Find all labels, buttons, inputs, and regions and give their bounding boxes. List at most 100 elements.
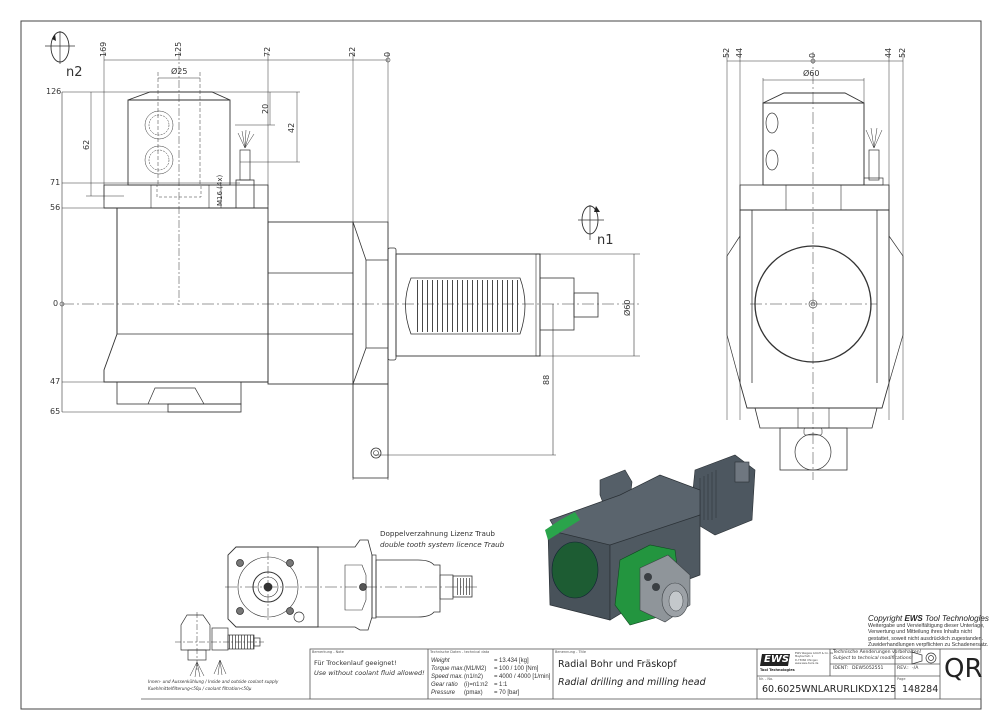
tech-value: 100 / 100 [Nm] [499,666,539,672]
coolant-note-1: Innen- und Aussenkühlung / Inside and ou… [148,679,279,684]
copyright-line: gestattet, soweit nicht ausdrücklich zug… [868,635,984,642]
dim-22: 22 [348,46,357,57]
dim-52-left: 52 [722,47,731,58]
copyright-prefix: Copyright [868,614,903,623]
rev-label: REV.: [897,666,909,671]
tech-row: Weight = 13.434 [kg] [431,657,553,665]
tech-param: (pmax) [464,690,483,696]
tech-name: Torque max. [431,666,465,672]
dim-126: 126 [46,87,62,96]
tech-equals: = [494,666,498,672]
side-view [45,31,640,480]
tech-row: Gear ratio (i)=n1:n2 = 1:1 [431,681,553,689]
dim-47: 47 [50,377,61,386]
rev-value: -/A [912,666,919,671]
tech-value: 1:1 [499,682,508,688]
tech-value: 13.434 [kg] [499,658,529,664]
dim-44-right: 44 [884,47,893,58]
tech-name: Pressure [431,690,456,696]
page-label: Page [897,677,906,681]
changes-en: Subject to technical modifications! [833,656,913,661]
tech-name: Weight [431,658,450,664]
changes-de: Technische Aenderungen vorbehalten! [833,650,922,655]
coolant-schematic [175,612,264,678]
rotation-label-n1: n1 [597,233,614,248]
number-label: Nr. - No. [759,677,774,681]
ident-value: DEW5052551 [852,666,884,671]
company-logo: EWS [764,654,790,665]
dim-52-right: 52 [898,47,907,58]
tech-equals: = [494,658,498,664]
coolant-spray-icon [237,129,255,149]
dim-71: 71 [50,178,61,187]
rotation-label-n2: n2 [66,65,83,80]
copyright-block: Copyright EWS Tool Technologies Weiterga… [868,614,989,649]
address-line: www.ews-tools.de [795,662,819,666]
tech-param: (M1/M2) [464,666,487,672]
rotation-symbol-n1-icon [578,205,604,240]
dim-42: 42 [287,122,296,133]
isometric-render [545,454,756,626]
dim-169: 169 [99,41,108,57]
tech-value: 4000 / 4000 [1/min] [499,674,551,680]
tech-equals: = [494,690,498,696]
coolant-note-2: Kuehlmittelfilterung<50µ / coolant filtr… [148,686,252,691]
thread-m16: M16 (4x) [216,174,224,206]
detail-note-de: Doppelverzahnung Lizenz Traub [380,529,495,538]
dim-56: 56 [50,203,61,212]
rotation-symbol-n2-icon [45,31,75,64]
dim-0-left: 0 [53,299,59,308]
dim-d60-front: Ø60 [803,69,820,78]
remark-de: Für Trockenlauf geeignet! [314,659,397,667]
qr-label: QR [944,654,983,684]
ews-logo-icon [760,654,790,666]
address-line: Maybachstr. 1 [795,655,814,659]
tech-name: Speed max. [431,674,464,680]
tech-equals: = [494,674,498,680]
dim-65: 65 [50,407,61,416]
front-view [726,52,904,480]
tech-param: (n1/n2) [464,674,484,680]
detail-view [225,539,480,631]
title-block-frame [141,648,982,700]
dim-62: 62 [82,139,91,150]
copyright-suffix: Tool Technologies [924,614,989,623]
remark-en: Use without coolant fluid allowed! [314,669,425,677]
tech-name: Gear ratio [431,682,458,688]
tech-row: Pressure (pmax) = 70 [bar] [431,689,553,697]
technical-label: Technische Daten - technical data [430,650,490,654]
designation-label: Benennung - Title [555,650,587,654]
copyright-line: Weitergabe und Vervielfältigung dieser U… [868,623,985,629]
copyright-brand: EWS [904,614,923,623]
dim-0-top: 0 [383,51,392,57]
tech-param: (i)=n1:n2 [464,682,488,688]
dim-125: 125 [174,41,183,57]
dim-88: 88 [542,374,551,385]
address-line: D-73066 Uhingen [795,658,818,662]
designation-de: Radial Bohr und Fräskopf [558,659,677,670]
tech-row: Torque max. (M1/M2) = 100 / 100 [Nm] [431,665,553,673]
dim-0-front: 0 [808,52,817,58]
copyright-heading: Copyright EWS Tool Technologies [868,614,989,623]
technical-data-table: Weight = 13.434 [kg] Torque max. (M1/M2)… [431,657,553,697]
dim-20: 20 [261,103,270,114]
ident-label: IDENT: [833,666,849,671]
remark-label: Bemerkung - Note [312,650,344,654]
projection-symbol-icon [911,651,937,665]
dim-d25: Ø25 [171,67,188,76]
dim-44-left: 44 [735,47,744,58]
copyright-line: Verwertung und Mitteilung ihres Inhalts … [868,629,972,636]
company-logo-sub: Tool Technologies [760,668,795,672]
dim-72: 72 [263,46,272,57]
page-number: 148284 [902,684,939,695]
tech-row: Speed max. (n1/n2) = 4000 / 4000 [1/min] [431,673,553,681]
tech-equals: = [494,682,498,688]
detail-note-en: double tooth system licence Traub [380,540,505,549]
dim-d60-side: Ø60 [623,299,632,316]
sheet-border [20,20,982,710]
tech-value: 70 [bar] [499,690,520,696]
company-address: EWS Weigele GmbH & Co. KG Maybachstr. 1 … [795,652,833,666]
part-number: 60.6025WNLARURLIKDX125 [762,684,897,695]
